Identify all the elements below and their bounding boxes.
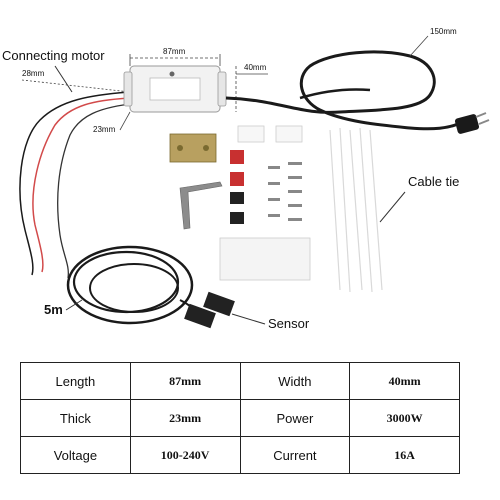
module-right-cap: [217, 71, 227, 107]
connecting-motor-label: Connecting motor: [2, 48, 105, 63]
sensor-cable-coil-inner: [89, 263, 179, 313]
sensor-cable-coil-outer: [66, 245, 194, 325]
sensor-block-right: [203, 291, 235, 317]
module-led-icon: [169, 71, 175, 77]
module-left-cap: [123, 71, 133, 107]
spec-thick-value: 23mm: [129, 399, 241, 437]
allen-key: [179, 181, 223, 230]
product-svg: Connecting motor 28mm 87mm 40mm 23mm 150…: [2, 27, 490, 331]
cable-length-leader: [65, 299, 83, 311]
spec-power-label: Power: [239, 399, 351, 437]
spec-width-value: 40mm: [349, 362, 460, 400]
module-panel: [149, 77, 201, 101]
spec-thick-label: Thick: [20, 399, 131, 437]
dim-cord-length-label: 150mm: [430, 27, 457, 36]
screw-set: [268, 162, 302, 221]
spec-row: Thick 23mm Power 3000W: [20, 399, 460, 437]
cable-tie-label: Cable tie: [408, 174, 459, 189]
cable-length-label: 5m: [44, 302, 63, 317]
spec-width-label: Width: [239, 362, 351, 400]
black-piece-top: [230, 192, 244, 204]
plug-prong-bottom: [478, 119, 490, 125]
bracket-hole-left: [177, 145, 183, 151]
dim-wire-length-label: 28mm: [22, 69, 45, 78]
bracket-hole-right: [203, 145, 209, 151]
sensor-leader: [231, 313, 266, 325]
power-cord-loop: [299, 88, 371, 100]
power-plug: [454, 114, 480, 134]
power-cord: [225, 50, 459, 131]
sensor-cable-coil-mid: [72, 250, 180, 314]
spec-current-value: 16A: [349, 436, 460, 474]
adhesive-sheet: [219, 237, 311, 281]
dim-thickness-leader: [119, 111, 131, 131]
spec-current-label: Current: [239, 436, 351, 474]
red-motor-wire: [32, 97, 131, 273]
cable-tie-leader: [379, 191, 406, 223]
black-piece-bottom: [230, 212, 244, 224]
red-cap-bottom: [230, 172, 244, 186]
connecting-motor-leader: [54, 65, 73, 93]
spec-row: Length 87mm Width 40mm: [20, 362, 460, 400]
dim-cord-length-leader: [409, 35, 429, 57]
spec-power-value: 3000W: [349, 399, 460, 437]
product-illustration: Connecting motor 28mm 87mm 40mm 23mm 150…: [2, 27, 490, 331]
spec-voltage-label: Voltage: [20, 436, 131, 474]
spec-table: Length 87mm Width 40mm Thick 23mm Power …: [20, 362, 460, 474]
sensor-block-left: [184, 303, 216, 329]
spec-row: Voltage 100-240V Current 16A: [20, 436, 460, 474]
spec-voltage-value: 100-240V: [129, 436, 241, 474]
mounting-bracket: [169, 133, 217, 163]
cable-ties: [329, 127, 383, 293]
dark-motor-wire: [57, 103, 131, 279]
dim-wire-length-line: [21, 79, 131, 93]
dim-length-label: 87mm: [163, 47, 186, 56]
spec-length-label: Length: [20, 362, 131, 400]
sensor-label: Sensor: [268, 316, 310, 331]
black-motor-wire: [19, 91, 131, 276]
spec-length-value: 87mm: [129, 362, 241, 400]
red-cap-top: [230, 150, 244, 164]
adhesive-pad-right: [275, 125, 303, 143]
dim-width-label: 40mm: [244, 63, 267, 72]
plug-prong-top: [475, 112, 487, 118]
adhesive-pad-left: [237, 125, 265, 143]
dim-thickness-label: 23mm: [93, 125, 116, 134]
